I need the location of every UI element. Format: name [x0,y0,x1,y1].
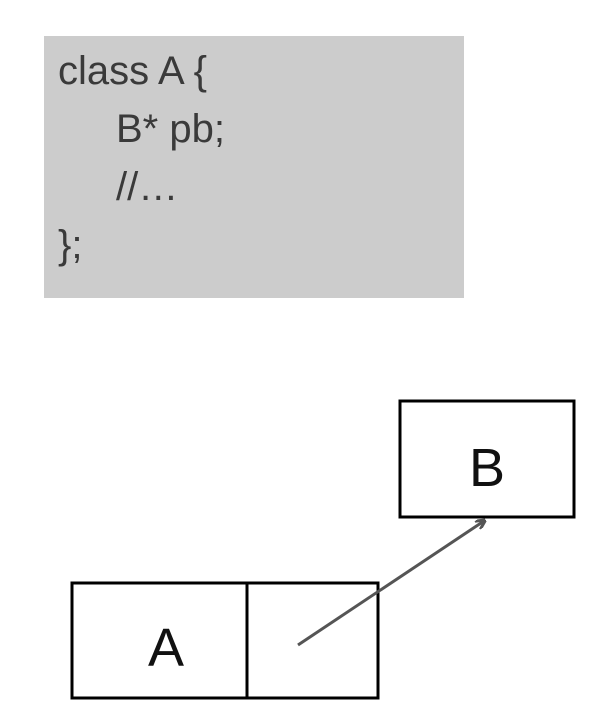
object-a-pointer-cell [245,581,380,700]
code-line-comment: //… [116,165,179,209]
object-a-label: A [148,618,184,678]
pointer-arrow [297,521,484,647]
code-line-closing-brace: }; [58,223,83,267]
code-line-class-decl: class A { [58,49,207,93]
code-snippet: class A { B* pb; //… }; [44,36,464,298]
object-b-label: B [469,438,505,498]
code-line-member-pointer: B* pb; [116,107,225,151]
object-b-box [398,399,576,519]
